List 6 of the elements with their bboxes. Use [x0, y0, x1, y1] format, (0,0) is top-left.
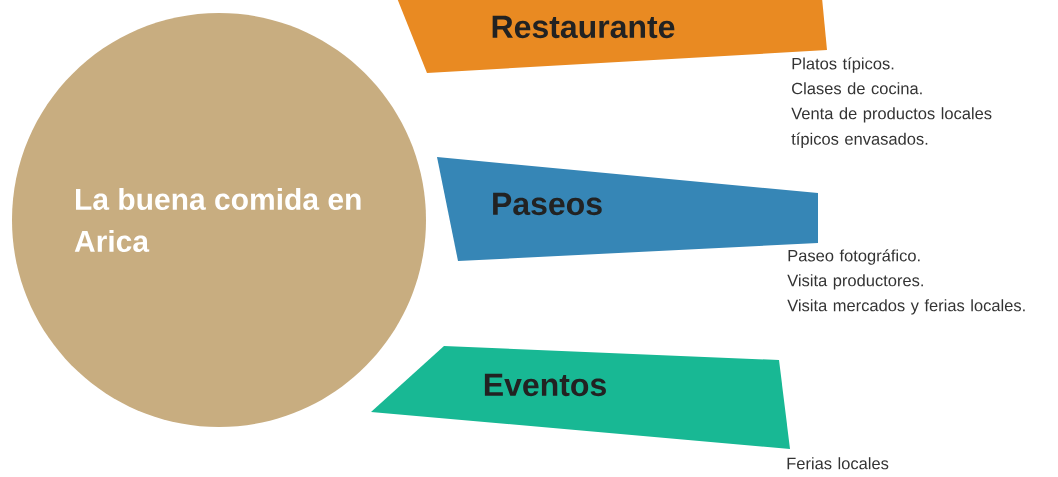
- category-band: Eventos: [371, 346, 790, 449]
- item-text: Ferias locales: [787, 457, 889, 470]
- item-text: Visita mercados y ferias locales.: [787, 299, 1025, 315]
- item-text: Visita productores.: [787, 274, 923, 290]
- item-text: Clases de cocina.: [792, 82, 922, 95]
- item-text: Venta de productos locales típicos envasados.: [791, 107, 992, 149]
